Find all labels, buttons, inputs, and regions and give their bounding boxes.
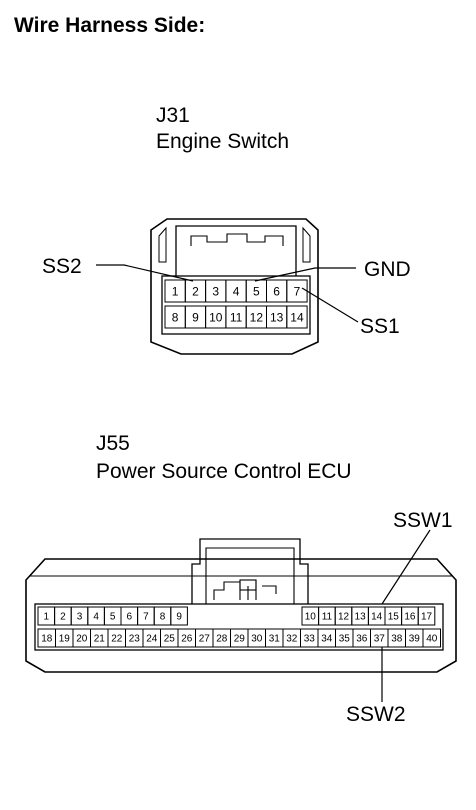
pin-number: 26 (181, 634, 193, 645)
connector-j31-pin-block (161, 275, 311, 335)
pin-number: 25 (164, 634, 176, 645)
wire-ss1 (301, 287, 359, 323)
pin-number: 15 (388, 612, 400, 623)
pin-cell (170, 606, 188, 626)
connector-j55-pin-block (34, 603, 444, 651)
wire-ss2 (96, 264, 194, 282)
pin-number: 17 (421, 612, 433, 623)
pin-number: 3 (77, 612, 83, 623)
pin-number: 12 (250, 311, 264, 325)
pin-number: 21 (94, 634, 106, 645)
pin-number: 1 (172, 285, 179, 299)
pin-number: 22 (111, 634, 123, 645)
signal-label-ssw2: SSW2 (346, 703, 406, 726)
connector-j55-latch-key (239, 579, 257, 591)
connector-j31-name: Engine Switch (156, 130, 289, 153)
pin-number: 2 (60, 612, 66, 623)
pin-number: 38 (391, 634, 403, 645)
signal-label-ssw1: SSW1 (393, 509, 453, 532)
pin-number: 40 (426, 634, 438, 645)
connector-j55-name: Power Source Control ECU (96, 460, 352, 483)
pin-number: 20 (76, 634, 88, 645)
pin-number: 14 (371, 612, 383, 623)
pin-number: 13 (355, 612, 367, 623)
pin-number: 28 (216, 634, 228, 645)
pin-number: 6 (273, 285, 280, 299)
pin-number: 37 (374, 634, 386, 645)
pin-number: 2 (192, 285, 199, 299)
pin-number: 7 (294, 285, 301, 299)
connector-j31-housing-inner (158, 226, 311, 263)
pin-number: 10 (305, 612, 317, 623)
pin-number: 5 (253, 285, 260, 299)
signal-label-ss1: SS1 (360, 315, 400, 338)
pin-number: 31 (269, 634, 281, 645)
pin-number: 8 (160, 612, 166, 623)
pin-number: 1 (44, 612, 50, 623)
pin-number: 35 (339, 634, 351, 645)
wire-gnd (254, 267, 356, 282)
pin-number: 29 (234, 634, 246, 645)
connector-j55-latch-inner (205, 547, 295, 604)
pin-number: 39 (409, 634, 421, 645)
connector-j31-housing (150, 218, 319, 355)
pin-number: 6 (127, 612, 133, 623)
signal-label-gnd: GND (364, 258, 411, 281)
pin-number: 11 (230, 311, 243, 325)
pin-number: 10 (209, 311, 223, 325)
connector-j55-latch-detail (213, 580, 277, 600)
pin-number: 27 (199, 634, 211, 645)
pin-cell (417, 606, 436, 626)
pin-number: 11 (322, 612, 333, 623)
signal-label-ss2: SS2 (42, 255, 82, 278)
pin-number: 16 (404, 612, 416, 623)
pin-number: 19 (59, 634, 71, 645)
pin-number: 34 (321, 634, 333, 645)
pin-number: 4 (233, 285, 240, 299)
pin-number: 9 (176, 612, 182, 623)
connector-j31-latch-inner (190, 233, 284, 246)
pin-number: 9 (192, 311, 199, 325)
pin-number: 13 (270, 311, 284, 325)
pin-number: 14 (290, 311, 304, 325)
pin-number: 30 (251, 634, 263, 645)
pin-number: 8 (172, 311, 179, 325)
pin-number: 23 (129, 634, 141, 645)
pin-number: 7 (143, 612, 149, 623)
page-title: Wire Harness Side: (14, 14, 206, 37)
pin-number: 5 (110, 612, 116, 623)
connector-j55-id: J55 (96, 432, 130, 455)
pin-cell (422, 628, 441, 648)
wire-ssw1 (381, 529, 431, 605)
pin-number: 32 (286, 634, 298, 645)
pin-cell (286, 305, 308, 329)
connector-j55-latch (191, 538, 309, 604)
connector-j31-id: J31 (156, 104, 190, 127)
pin-number: 33 (304, 634, 316, 645)
pin-number: 18 (41, 634, 53, 645)
pin-number: 4 (93, 612, 99, 623)
connector-j31-latch (175, 225, 297, 276)
pin-number: 12 (338, 612, 350, 623)
pin-number: 3 (212, 285, 219, 299)
pin-number: 24 (146, 634, 158, 645)
connector-j55-housing (25, 558, 457, 673)
pin-number: 36 (356, 634, 368, 645)
